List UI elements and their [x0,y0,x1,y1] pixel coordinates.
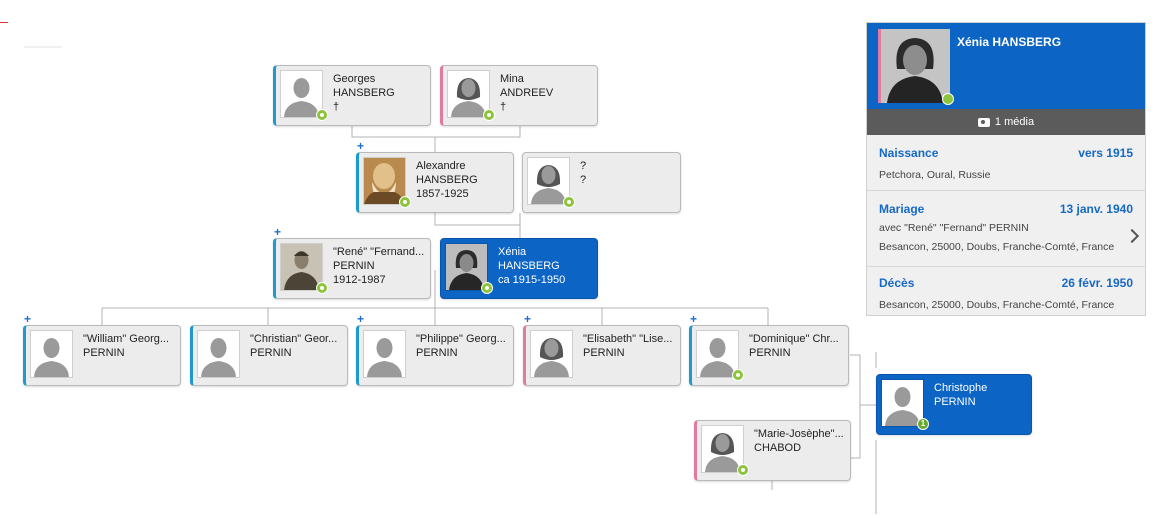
person-card-dominique-pernin[interactable]: "Dominique" Chr... PERNIN [689,325,849,386]
media-label: 1 média [994,116,1035,128]
person-card-unknown-mother[interactable]: ? ? [522,152,681,213]
female-avatar-icon [527,157,570,205]
person-details-panel: Xénia HANSBERG 1 média Naissance vers 19… [866,22,1146,316]
person-text: Christophe PERNIN [934,382,988,408]
event-death[interactable]: Décès 26 févr. 1950 Besancon, 25000, Dou… [867,276,1145,314]
person-card-christophe-pernin[interactable]: 1 Christophe PERNIN [876,374,1032,435]
person-text: "Christian" Geor... PERNIN [250,333,338,359]
event-type: Naissance [879,146,939,160]
person-text: Mina ANDREEV † [500,73,554,113]
event-date: 26 févr. 1950 [1061,276,1133,290]
expand-child-button[interactable]: + [690,312,698,326]
media-badge-icon [316,109,328,121]
portrait-photo [280,243,323,291]
person-text: "Dominique" Chr... PERNIN [749,333,839,359]
event-date: vers 1915 [1078,146,1133,160]
media-badge-icon [732,369,744,381]
event-type: Décès [879,276,915,290]
person-card-philippe-pernin[interactable]: "Philippe" Georg... PERNIN [356,325,514,386]
expand-child-button[interactable]: + [524,312,532,326]
event-marriage[interactable]: Mariage 13 janv. 1940 avec "René" "Ferna… [867,202,1145,256]
media-badge-icon [481,282,493,294]
expand-child-button[interactable]: + [24,312,32,326]
male-avatar-icon [363,330,406,378]
event-place: Besancon, 25000, Doubs, Franche-Comté, F… [879,241,1115,253]
person-card-rene-pernin[interactable]: "René" "Fernand... PERNIN 1912-1987 [273,238,431,299]
person-card-elisabeth-pernin[interactable]: "Elisabeth" "Lise... PERNIN [523,325,681,386]
person-card-mina-andreev[interactable]: Mina ANDREEV † [440,65,598,126]
male-avatar-icon [696,330,739,378]
person-card-christian-pernin[interactable]: "Christian" Geor... PERNIN [190,325,348,386]
male-avatar-icon [881,379,924,427]
media-badge-icon [316,282,328,294]
event-place: Besancon, 25000, Doubs, Franche-Comté, F… [879,299,1115,311]
event-type: Mariage [879,202,925,216]
panel-header: Xénia HANSBERG [867,23,1145,109]
media-badge-icon [483,109,495,121]
divider [867,266,1145,267]
divider [867,190,1145,191]
media-badge-icon [737,464,749,476]
portrait-photo [445,243,488,291]
portrait-photo[interactable] [878,29,950,103]
male-avatar-icon [280,70,323,118]
corner-mark [0,22,12,24]
person-card-georges-hansberg[interactable]: Georges HANSBERG † [273,65,431,126]
event-place: Petchora, Oural, Russie [879,169,991,181]
media-badge-icon [563,196,575,208]
portrait-photo [363,157,406,205]
event-date: 13 janv. 1940 [1059,202,1133,216]
media-badge-icon [942,93,954,105]
media-button[interactable]: 1 média [867,109,1145,135]
expand-child-button[interactable]: + [357,312,365,326]
panel-person-name: Xénia HANSBERG [957,35,1062,49]
event-spouse: avec "René" "Fernand" PERNIN [879,222,1029,234]
count-badge: 1 [917,418,929,430]
person-text: ? ? [580,160,587,186]
person-text: Alexandre HANSBERG 1857-1925 [416,160,478,200]
media-badge-icon [399,196,411,208]
event-birth[interactable]: Naissance vers 1915 Petchora, Oural, Rus… [867,146,1145,184]
male-avatar-icon [30,330,73,378]
female-avatar-icon [701,425,744,473]
person-card-william-pernin[interactable]: "William" Georg... PERNIN [23,325,181,386]
person-card-xenia-hansberg-selected[interactable]: Xénia HANSBERG ca 1915-1950 [440,238,598,299]
person-text: Georges HANSBERG † [333,73,395,113]
person-card-marie-josephe-chabod[interactable]: "Marie-Josèphe"... CHABOD [694,420,851,481]
person-text: "Marie-Josèphe"... CHABOD [754,428,844,454]
female-avatar-icon [447,70,490,118]
camera-icon [977,117,990,127]
male-avatar-icon [197,330,240,378]
person-card-alexandre-hansberg[interactable]: Alexandre HANSBERG 1857-1925 [356,152,514,213]
person-text: "Philippe" Georg... PERNIN [416,333,506,359]
person-text: "Elisabeth" "Lise... PERNIN [583,333,673,359]
person-text: "René" "Fernand... PERNIN 1912-1987 [333,246,425,286]
female-avatar-icon [530,330,573,378]
expand-spouse-button[interactable]: + [274,225,282,239]
expand-ancestors-button[interactable]: + [357,139,365,153]
person-text: Xénia HANSBERG ca 1915-1950 [498,246,566,286]
divider [24,46,62,48]
person-text: "William" Georg... PERNIN [83,333,170,359]
